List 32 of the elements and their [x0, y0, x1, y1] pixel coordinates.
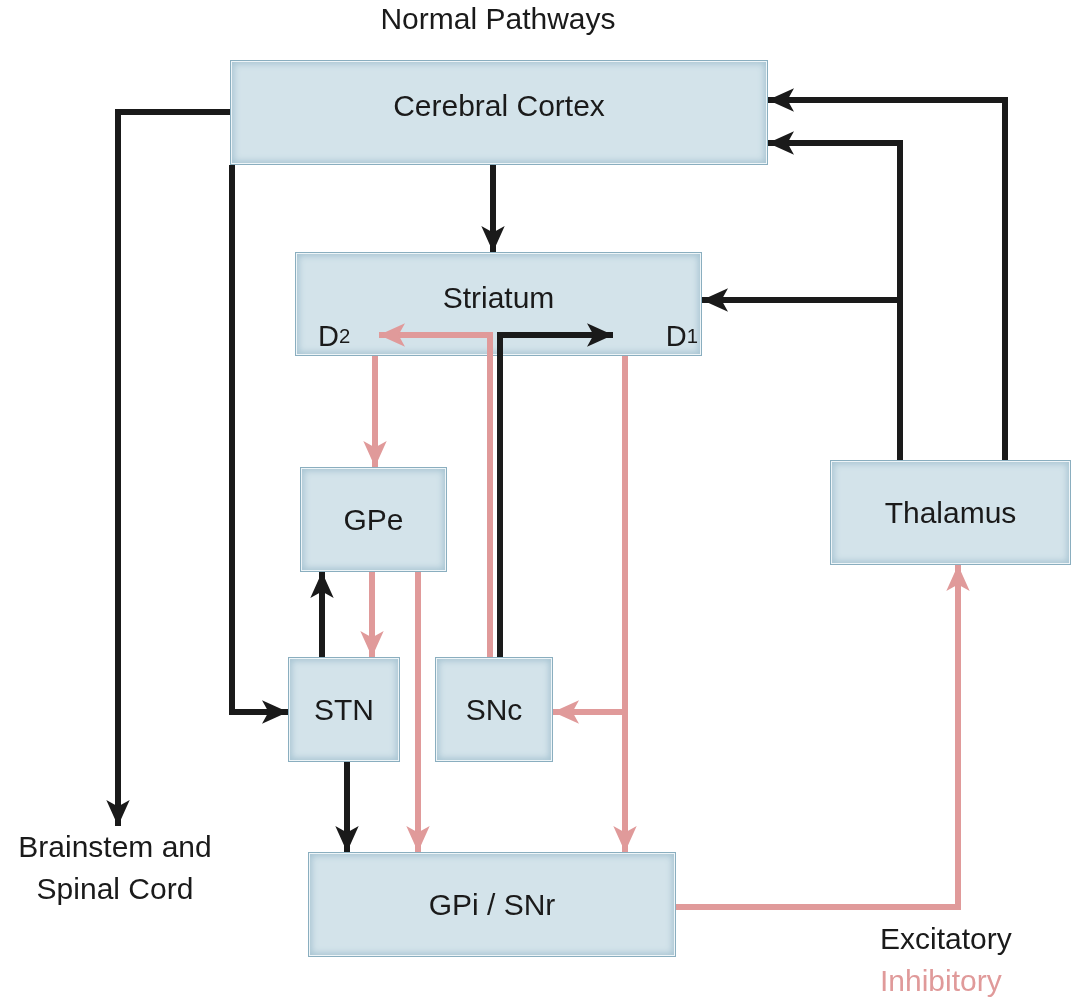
box-label: Cerebral Cortex: [393, 89, 605, 123]
process-box: [300, 467, 447, 572]
diagram-title: Normal Pathways: [379, 2, 617, 36]
arrow: [106, 109, 230, 826]
process-box: [830, 460, 1071, 565]
process-box: [308, 852, 676, 957]
box-label: Thalamus: [884, 495, 1017, 530]
box-label: Striatum: [442, 281, 555, 315]
arrow: [406, 572, 430, 852]
arrow: [229, 165, 288, 724]
arrow: [553, 356, 628, 724]
arrow: [310, 572, 334, 657]
legend-entry: Excitatory: [880, 922, 1012, 956]
legend-entry: Inhibitory: [880, 964, 1002, 998]
box-label: GPe: [343, 502, 404, 537]
process-box: [288, 657, 400, 762]
box-label: SNc: [465, 692, 523, 727]
arrow: [481, 165, 505, 252]
process-box: [230, 60, 768, 165]
arrow: [768, 88, 1008, 460]
box-label: STN: [314, 692, 374, 727]
arrow: [363, 356, 387, 467]
process-box: [295, 252, 702, 356]
process-box: [435, 657, 553, 762]
target-label: Brainstem and Spinal Cord: [12, 826, 218, 952]
arrow: [379, 323, 493, 657]
arrow: [497, 323, 613, 657]
arrow: [676, 565, 970, 910]
arrow: [702, 288, 903, 460]
arrow: [360, 572, 384, 657]
box-label: GPi / SNr: [428, 887, 556, 922]
arrow: [335, 762, 359, 852]
